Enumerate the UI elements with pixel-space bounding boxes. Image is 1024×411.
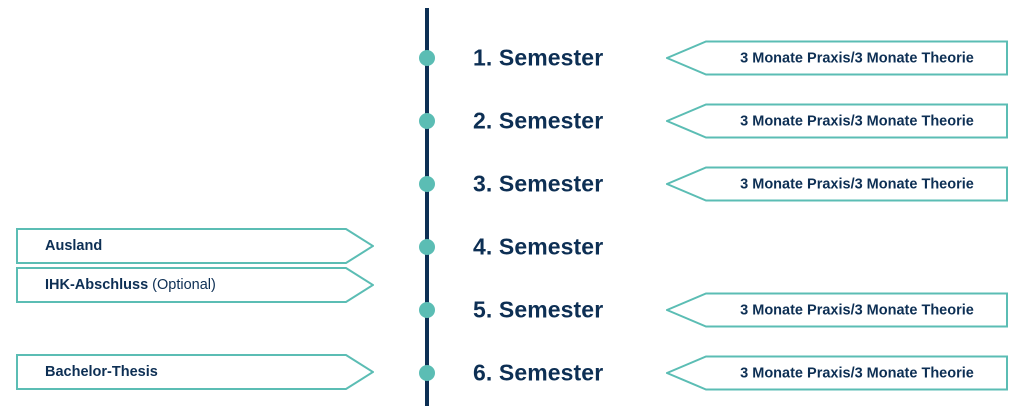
semester-label-2: 2. Semester	[473, 107, 604, 134]
badge-label-3: 3 Monate Praxis/3 Monate Theorie	[740, 176, 974, 192]
praxis-theorie-badge-6: 3 Monate Praxis/3 Monate Theorie	[666, 356, 1008, 391]
timeline-dot-2	[419, 113, 435, 129]
badge-arrow-shape	[666, 41, 1008, 76]
banner-label-bold: Ausland	[45, 238, 103, 254]
timeline-axis	[425, 8, 429, 406]
banner-label-text: Bachelor-Thesis	[16, 364, 158, 380]
timeline-dot-4	[419, 239, 435, 255]
badge-label-5: 3 Monate Praxis/3 Monate Theorie	[740, 302, 974, 318]
banner-label-text: IHK-Abschluss (Optional)	[16, 277, 216, 293]
badge-label-6: 3 Monate Praxis/3 Monate Theorie	[740, 365, 974, 381]
badge-arrow-shape	[666, 104, 1008, 139]
badge-label-1: 3 Monate Praxis/3 Monate Theorie	[740, 50, 974, 66]
semester-label-1: 1. Semester	[473, 44, 604, 71]
praxis-theorie-badge-2: 3 Monate Praxis/3 Monate Theorie	[666, 104, 1008, 139]
banner-label-light: (Optional)	[148, 277, 216, 293]
semester-label-3: 3. Semester	[473, 170, 604, 197]
praxis-theorie-badge-1: 3 Monate Praxis/3 Monate Theorie	[666, 41, 1008, 76]
praxis-theorie-badge-3: 3 Monate Praxis/3 Monate Theorie	[666, 167, 1008, 202]
semester-label-5: 5. Semester	[473, 296, 604, 323]
banner-arrow-shape	[16, 228, 374, 264]
banner-ausland: Ausland	[16, 228, 374, 264]
badge-arrow-shape	[666, 167, 1008, 202]
praxis-theorie-badge-5: 3 Monate Praxis/3 Monate Theorie	[666, 293, 1008, 328]
badge-label-2: 3 Monate Praxis/3 Monate Theorie	[740, 113, 974, 129]
badge-arrow-shape	[666, 356, 1008, 391]
banner-label-bold: IHK-Abschluss	[45, 277, 149, 293]
semester-label-6: 6. Semester	[473, 359, 604, 386]
banner-label-bold: Bachelor-Thesis	[45, 364, 158, 380]
timeline-dot-5	[419, 302, 435, 318]
timeline-dot-1	[419, 50, 435, 66]
banner-ihk-abschluss: IHK-Abschluss (Optional)	[16, 267, 374, 303]
badge-arrow-shape	[666, 293, 1008, 328]
banner-label-text: Ausland	[16, 238, 102, 254]
timeline-dot-3	[419, 176, 435, 192]
semester-label-4: 4. Semester	[473, 233, 604, 260]
banner-bachelor-thesis: Bachelor-Thesis	[16, 354, 374, 390]
banner-arrow-shape	[16, 354, 374, 390]
banner-arrow-shape	[16, 267, 374, 303]
timeline-dot-6	[419, 365, 435, 381]
